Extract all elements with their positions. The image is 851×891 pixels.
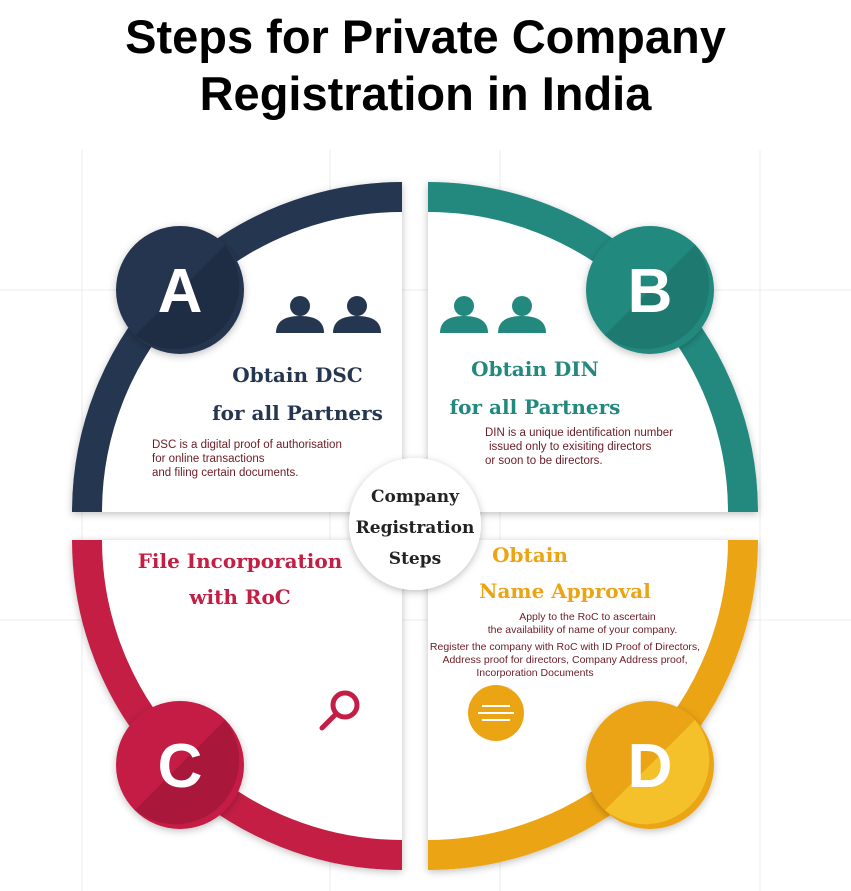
desc-line: issued only to exisiting directors: [489, 441, 652, 453]
quadrant-d-panel: [428, 540, 758, 870]
center-label: Company Registration Steps: [349, 482, 481, 575]
search-icon: [319, 690, 360, 731]
step-b-desc: DIN is a unique identification number is…: [485, 426, 673, 468]
heading-line: Obtain: [492, 543, 568, 567]
users-icon: [440, 296, 546, 333]
heading-line: File Incorporation: [137, 549, 343, 573]
step-a-heading: Obtain DSC for all Partners: [200, 356, 395, 432]
step-c-heading: File Incorporation with RoC: [130, 543, 350, 615]
badge-shade: [135, 245, 240, 350]
step-letter: B: [628, 257, 673, 326]
badge-shade: [135, 720, 240, 825]
menu-lines-icon: [468, 685, 524, 741]
step-b-heading: Obtain DIN for all Partners: [440, 350, 630, 426]
heading-line: Obtain DIN: [471, 357, 599, 381]
heading-line: Name Approval: [479, 579, 651, 603]
quadrant-b-panel: [428, 182, 758, 512]
step-letter: A: [158, 257, 203, 326]
title-line: Registration in India: [199, 67, 652, 120]
step-a-desc: DSC is a digital proof of authorisation …: [152, 438, 342, 480]
title-line: Steps for Private Company: [125, 10, 726, 63]
heading-line: with RoC: [189, 585, 291, 609]
heading-line: for all Partners: [212, 401, 383, 425]
badge-shade: [605, 245, 710, 350]
center-line: Company: [371, 487, 459, 507]
desc-line: DIN is a unique identification number: [485, 427, 673, 439]
desc-line: the availability of name of your company…: [487, 624, 678, 636]
center-circle: [349, 458, 481, 590]
desc-line: Address proof for directors, Company Add…: [442, 654, 688, 666]
desc-line: and filing certain documents.: [152, 467, 299, 479]
users-icon: [276, 296, 381, 333]
heading-line: for all Partners: [449, 395, 621, 419]
center-line: Steps: [388, 549, 442, 569]
desc-line: for online transactions: [152, 453, 265, 465]
desc-line: DSC is a digital proof of authorisation: [152, 439, 342, 451]
step-letter: D: [628, 732, 673, 801]
quadrant-c-panel: [72, 540, 402, 870]
desc-line: Incorporation Documents: [476, 667, 594, 679]
page-title: Steps for Private Company Registration i…: [0, 8, 851, 122]
step-d-heading: Obtain Name Approval: [465, 537, 665, 609]
step-letter: C: [158, 732, 203, 801]
desc-line: Apply to the RoC to ascertain: [519, 611, 656, 623]
step-d-desc: Apply to the RoC to ascertain the availa…: [400, 611, 730, 680]
center-line: Registration: [355, 518, 475, 538]
badge-shade: [605, 720, 710, 825]
desc-line: or soon to be directors.: [485, 455, 603, 467]
quadrant-a-panel: [72, 182, 402, 512]
heading-line: Obtain DSC: [232, 363, 363, 387]
desc-line: Register the company with RoC with ID Pr…: [429, 641, 701, 653]
